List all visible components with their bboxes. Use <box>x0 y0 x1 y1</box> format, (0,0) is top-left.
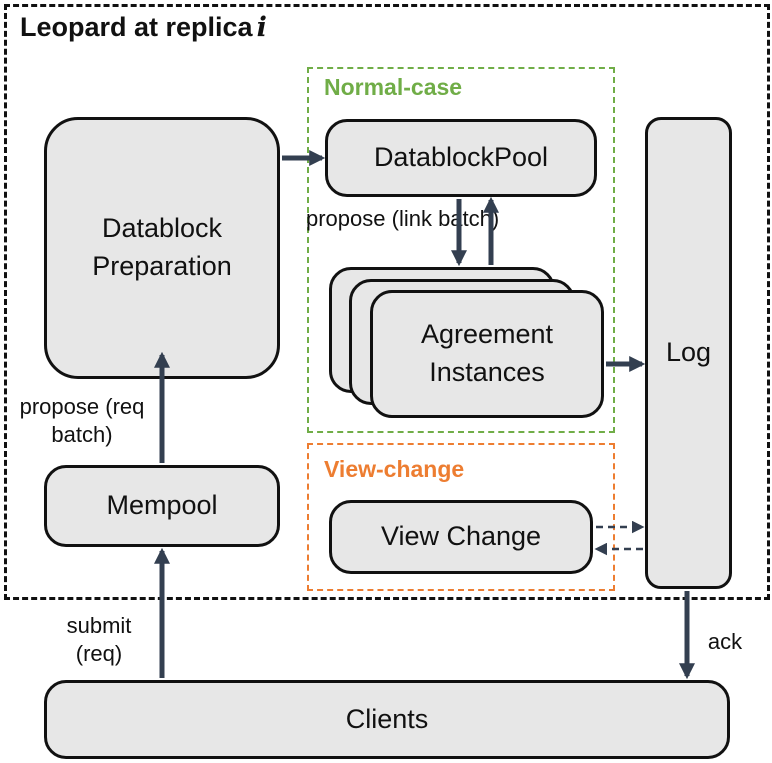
log-box: Log <box>645 117 732 589</box>
normal-case-region <box>307 67 615 433</box>
clients-box: Clients <box>44 680 730 759</box>
title-text: Leopard at replica <box>20 12 253 42</box>
mempool-box: Mempool <box>44 465 280 547</box>
log-label: Log <box>665 337 712 368</box>
datablock-pool-box: DatablockPool <box>325 119 597 197</box>
agreement-instances-box: Agreement Instances <box>370 290 604 418</box>
view-change-box: View Change <box>329 500 593 574</box>
ack-label: ack <box>707 629 743 654</box>
agreement-instances-label: Agreement Instances <box>420 319 554 387</box>
normal-case-label: Normal-case <box>324 74 463 100</box>
datablock-preparation-box: Datablock Preparation <box>44 117 280 379</box>
mempool-label: Mempool <box>106 490 218 521</box>
view-change-region <box>307 443 615 591</box>
clients-label: Clients <box>345 703 429 734</box>
datablock-pool-label: DatablockPool <box>373 142 549 173</box>
view-change-box-label: View Change <box>380 521 542 552</box>
title-variable: i <box>256 12 267 43</box>
submit-req-label: submit (req) <box>66 613 132 666</box>
view-change-label: View-change <box>324 456 465 482</box>
datablock-preparation-label: Datablock Preparation <box>92 213 232 281</box>
replica-boundary <box>4 4 770 600</box>
propose-req-batch-label: propose (req batch) <box>19 394 145 447</box>
